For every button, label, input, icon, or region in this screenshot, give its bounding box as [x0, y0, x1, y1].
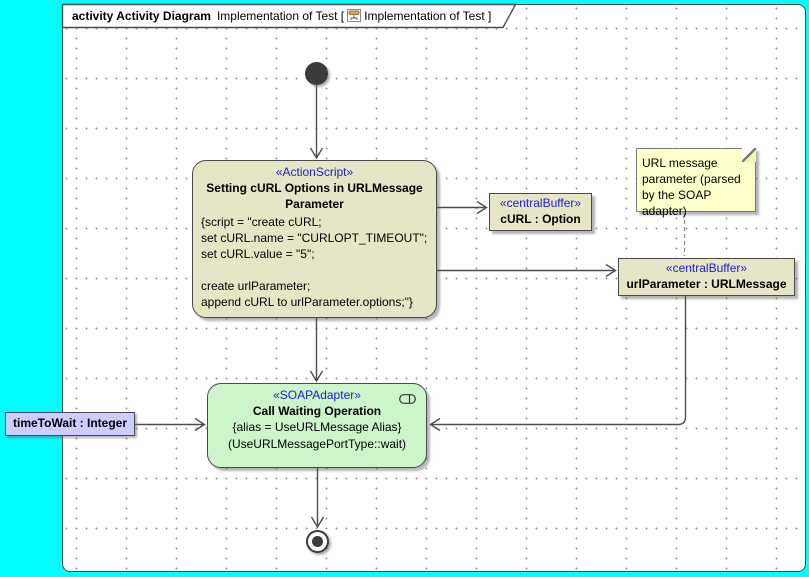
initial-node[interactable] — [305, 62, 328, 85]
edge-actionscript-to-urlparameter-buffer[interactable] — [437, 263, 617, 278]
frame-title-ref: Implementation of Test ] — [364, 9, 492, 23]
edge-timetowait-to-soapadapter[interactable] — [135, 417, 206, 432]
edge-initial-to-actionscript[interactable] — [309, 85, 324, 160]
comment-note[interactable]: URL message parameter (parsed by the SOA… — [636, 148, 756, 218]
actionscript-script-body: {script = "create cURL; set cURL.name = … — [193, 212, 436, 310]
frame-title-diagram-type: activity Activity Diagram — [72, 9, 211, 23]
edge-actionscript-to-soapadapter[interactable] — [309, 318, 324, 383]
timetowait-parameter-node[interactable]: timeToWait : Integer — [5, 412, 135, 436]
frame-title-name: Implementation of Test [ — [216, 9, 345, 23]
script-line: append cURL to urlParameter.options;"} — [201, 295, 413, 309]
final-node-inner-dot — [312, 536, 323, 547]
soapadapter-stereotype: «SOAPAdapter» — [273, 388, 361, 402]
frame-title-tab[interactable] — [61, 3, 517, 29]
script-line — [201, 262, 428, 278]
urlparameter-central-buffer-node[interactable]: «centralBuffer» urlParameter : URLMessag… — [618, 258, 795, 296]
activity-diagram-icon — [347, 9, 362, 25]
timetowait-label: timeToWait : Integer — [13, 416, 127, 430]
curl-buffer-name: cURL : Option — [500, 212, 581, 226]
soapadapter-title: Call Waiting Operation — [252, 404, 382, 418]
script-line: set cURL.name = "CURLOPT_TIMEOUT"; — [201, 231, 428, 245]
soapadapter-operation: (UseURLMessagePortType::wait) — [227, 437, 407, 451]
script-line: {script = "create cURL; — [201, 215, 322, 229]
note-text: URL message parameter (parsed by the SOA… — [642, 156, 741, 218]
actionscript-stereotype: «ActionScript» — [275, 165, 354, 179]
activity-final-node[interactable] — [306, 530, 329, 553]
note-fold-corner-icon — [742, 148, 756, 162]
script-line: create urlParameter; — [201, 279, 311, 293]
call-operation-icon — [399, 393, 416, 407]
script-line: set cURL.value = "5"; — [201, 247, 315, 261]
curl-central-buffer-node[interactable]: «centralBuffer» cURL : Option — [489, 193, 592, 231]
soapadapter-action-node[interactable]: «SOAPAdapter» Call Waiting Operation {al… — [207, 383, 427, 468]
actionscript-action-node[interactable]: «ActionScript» Setting cURL Options in U… — [192, 160, 437, 318]
soapadapter-alias-constraint: {alias = UseURLMessage Alias} — [232, 420, 402, 434]
curl-buffer-stereotype: «centralBuffer» — [499, 196, 582, 210]
edge-actionscript-to-curl-buffer[interactable] — [437, 200, 488, 215]
frame-title: activity Activity Diagram Implementation … — [72, 9, 491, 25]
edge-urlparameter-to-soapadapter[interactable] — [429, 296, 687, 432]
urlparameter-buffer-name: urlParameter : URLMessage — [626, 277, 787, 291]
actionscript-title: Setting cURL Options in URLMessage Param… — [206, 181, 423, 211]
urlparameter-buffer-stereotype: «centralBuffer» — [665, 261, 748, 275]
edge-soapadapter-to-final[interactable] — [310, 468, 325, 529]
